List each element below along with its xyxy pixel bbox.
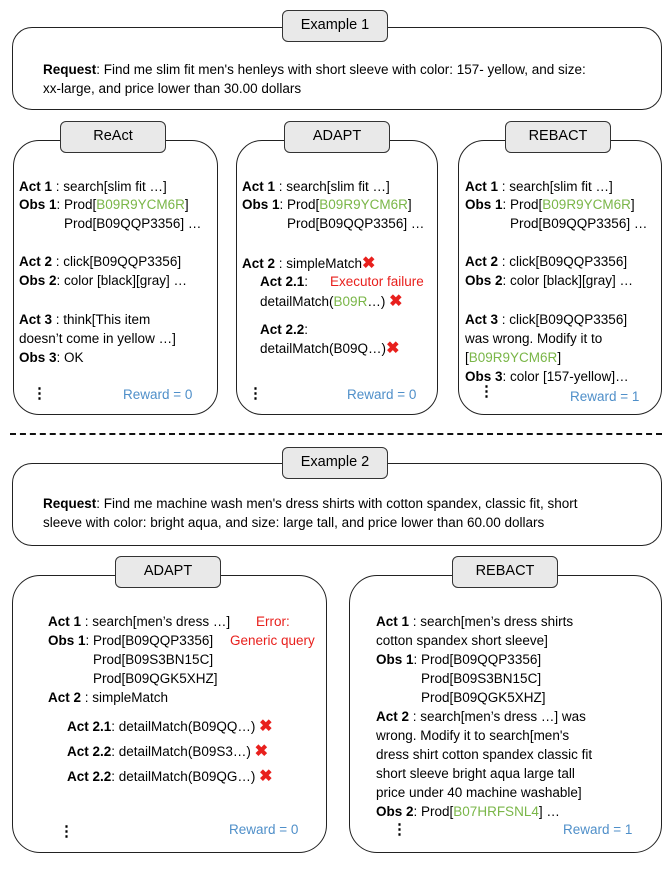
rebact2-act2-line3: dress shirt cotton spandex classic fit xyxy=(376,747,593,762)
rebact-obs1: Obs 1: Prod[B09R9YCM6R] xyxy=(465,197,635,212)
example1-request-line2: xx-large, and price lower than 30.00 dol… xyxy=(43,81,302,96)
adapt-act22-line2: detailMatch(B09Q…)✖ xyxy=(260,340,400,357)
adapt-panel xyxy=(236,140,438,415)
rebact2-obs1-line3: Prod[B09QGK5XHZ] xyxy=(421,690,546,705)
adapt2-error-detail: Generic query xyxy=(230,633,315,648)
cross-icon: ✖ xyxy=(259,718,273,735)
cross-icon: ✖ xyxy=(254,743,269,760)
react-ellipsis-icon: ⋮ xyxy=(32,385,47,402)
adapt2-obs1-line2: Prod[B09S3BN15C] xyxy=(93,652,214,667)
rebact2-act2-line2: wrong. Modify it to search[men's xyxy=(376,728,570,743)
cross-icon: ✖ xyxy=(389,293,403,310)
rebact2-obs2: Obs 2: Prod[B07HRFSNL4] … xyxy=(376,804,560,819)
request-text: : Find me machine wash men's dress shirt… xyxy=(96,496,578,511)
adapt-act2: Act 2 : simpleMatch✖ xyxy=(242,255,376,272)
rebact2-reward: Reward = 1 xyxy=(563,822,633,837)
adapt2-obs1-line3: Prod[B09QGK5XHZ] xyxy=(93,671,218,686)
adapt-obs1-line2: Prod[B09QQP3356] … xyxy=(287,216,425,231)
adapt2-error: Error: xyxy=(256,614,290,629)
adapt-obs1: Obs 1: Prod[B09R9YCM6R] xyxy=(242,197,412,212)
example2-request-line1: Request: Find me machine wash men's dres… xyxy=(43,495,578,513)
rebact-ellipsis-icon: ⋮ xyxy=(479,383,494,400)
rebact-act2: Act 2 : click[B09QQP3356] xyxy=(465,254,628,269)
react-act1: Act 1 : search[slim fit …] xyxy=(19,179,167,194)
rebact-obs1-line2: Prod[B09QQP3356] … xyxy=(510,216,648,231)
react-reward: Reward = 0 xyxy=(123,387,193,402)
react-act3: Act 3 : think[This item xyxy=(19,312,151,327)
cross-icon: ✖ xyxy=(362,255,376,272)
adapt-ellipsis-icon: ⋮ xyxy=(248,385,263,402)
example2-request-line2: sleeve with color: bright aqua, and size… xyxy=(43,515,545,530)
rebact2-ellipsis-icon: ⋮ xyxy=(392,821,407,838)
adapt2-act23: Act 2.2: detailMatch(B09QG…) ✖ xyxy=(67,768,273,785)
adapt2-act1: Act 1 : search[men’s dress …] xyxy=(48,614,231,629)
adapt-executor-failure: Executor failure xyxy=(330,274,424,289)
cross-icon: ✖ xyxy=(386,340,400,357)
rebact2-act2-line4: short sleeve bright aqua large tall xyxy=(376,766,575,781)
rebact-obs2: Obs 2: color [black][gray] … xyxy=(465,273,634,288)
adapt-reward: Reward = 0 xyxy=(347,387,417,402)
adapt2-act21: Act 2.1: detailMatch(B09QQ…) ✖ xyxy=(67,718,273,735)
example1-tag: Example 1 xyxy=(282,10,388,42)
react-obs1-line2: Prod[B09QQP3356] … xyxy=(64,216,202,231)
example2-tag: Example 2 xyxy=(282,447,388,479)
rebact2-panel xyxy=(349,575,662,853)
rebact-act3: Act 3 : click[B09QQP3356] xyxy=(465,312,628,327)
adapt-act1: Act 1 : search[slim fit …] xyxy=(242,179,390,194)
adapt-act22: Act 2.2: xyxy=(260,322,309,337)
example1-request-line1: Request: Find me slim fit men's henleys … xyxy=(43,61,586,79)
section-divider xyxy=(10,433,662,435)
react-tag: ReAct xyxy=(60,121,166,153)
rebact2-act1: Act 1 : search[men’s dress shirts xyxy=(376,614,574,629)
adapt-act21-line2: detailMatch(B09R…) ✖ xyxy=(260,293,403,310)
adapt-act21: Act 2.1: xyxy=(260,274,309,289)
react-act3-line2: doesn’t come in yellow …] xyxy=(19,331,176,346)
rebact2-obs1: Obs 1: Prod[B09QQP3356] xyxy=(376,652,542,667)
rebact2-obs1-line2: Prod[B09S3BN15C] xyxy=(421,671,542,686)
react-panel xyxy=(13,140,218,415)
rebact-act1: Act 1 : search[slim fit …] xyxy=(465,179,613,194)
adapt-tag: ADAPT xyxy=(284,121,390,153)
rebact-reward: Reward = 1 xyxy=(570,389,640,404)
rebact2-act2-line5: price under 40 machine washable] xyxy=(376,785,582,800)
rebact2-act2: Act 2 : search[men’s dress …] was xyxy=(376,709,586,724)
adapt2-tag: ADAPT xyxy=(115,556,221,588)
react-obs2: Obs 2: color [black][gray] … xyxy=(19,273,188,288)
rebact-act3-line2: was wrong. Modify it to xyxy=(465,331,603,346)
adapt2-reward: Reward = 0 xyxy=(229,822,299,837)
adapt2-act2: Act 2 : simpleMatch xyxy=(48,690,169,705)
adapt2-ellipsis-icon: ⋮ xyxy=(59,823,74,840)
request-label: Request xyxy=(43,62,97,77)
adapt2-obs1: Obs 1: Prod[B09QQP3356] xyxy=(48,633,214,648)
rebact-obs3: Obs 3: color [157-yellow]… xyxy=(465,369,629,384)
rebact-act3-line3: [B09R9YCM6R] xyxy=(465,350,562,365)
adapt2-panel xyxy=(12,575,327,853)
rebact2-act1-line2: cotton spandex short sleeve] xyxy=(376,633,548,648)
cross-icon: ✖ xyxy=(259,768,273,785)
react-obs3: Obs 3: OK xyxy=(19,350,84,365)
rebact2-tag: REBACT xyxy=(452,556,558,588)
adapt2-act22: Act 2.2: detailMatch(B09S3…) ✖ xyxy=(67,743,269,760)
react-act2: Act 2 : click[B09QQP3356] xyxy=(19,254,182,269)
request-label: Request xyxy=(43,496,97,511)
request-text: : Find me slim fit men's henleys with sh… xyxy=(96,62,586,77)
rebact-panel xyxy=(458,140,662,415)
react-obs1: Obs 1: Prod[B09R9YCM6R] xyxy=(19,197,189,212)
rebact-tag: REBACT xyxy=(505,121,611,153)
